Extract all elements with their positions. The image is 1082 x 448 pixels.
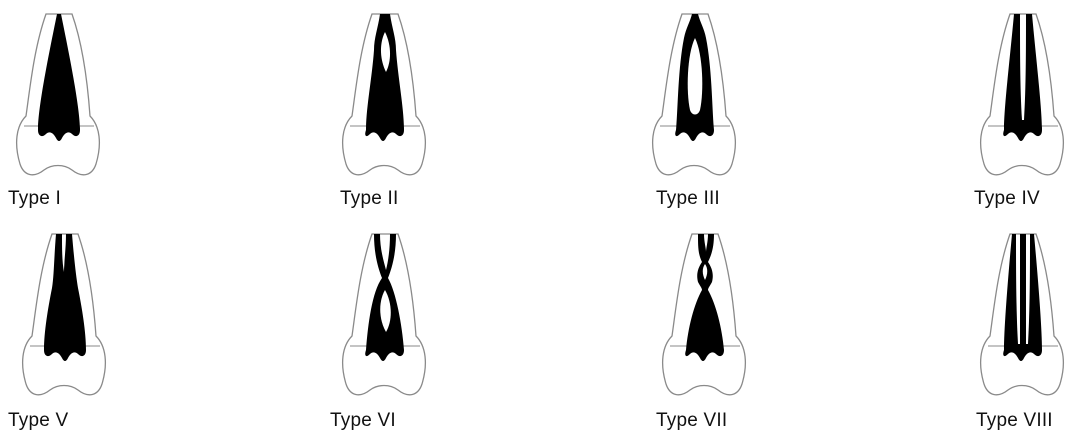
panel-type-4: Type IV — [978, 8, 1082, 228]
tooth-type-6-icon — [340, 228, 430, 404]
tooth-type-3-icon — [650, 8, 740, 184]
tooth-type-4-icon — [978, 8, 1068, 184]
panel-label-type-1: Type I — [8, 188, 61, 210]
tooth-type-8-icon — [978, 228, 1068, 404]
panel-type-1: Type I — [14, 8, 164, 228]
panel-label-type-7: Type VII — [656, 410, 727, 432]
tooth-type-5-icon — [20, 228, 110, 404]
panel-label-type-3: Type III — [656, 188, 720, 210]
panel-type-7: Type VII — [660, 228, 810, 448]
panel-type-8: Type VIII — [978, 228, 1082, 448]
panel-type-6: Type VI — [340, 228, 490, 448]
panel-type-3: Type III — [650, 8, 800, 228]
panel-label-type-5: Type V — [8, 410, 68, 432]
tooth-type-1-icon — [14, 8, 104, 184]
panel-label-type-4: Type IV — [974, 188, 1040, 210]
panel-label-type-8: Type VIII — [976, 410, 1053, 432]
panel-label-type-2: Type II — [340, 188, 398, 210]
panel-label-type-6: Type VI — [330, 410, 396, 432]
panel-type-2: Type II — [340, 8, 490, 228]
tooth-type-2-icon — [340, 8, 430, 184]
tooth-type-7-icon — [660, 228, 750, 404]
panel-type-5: Type V — [20, 228, 170, 448]
